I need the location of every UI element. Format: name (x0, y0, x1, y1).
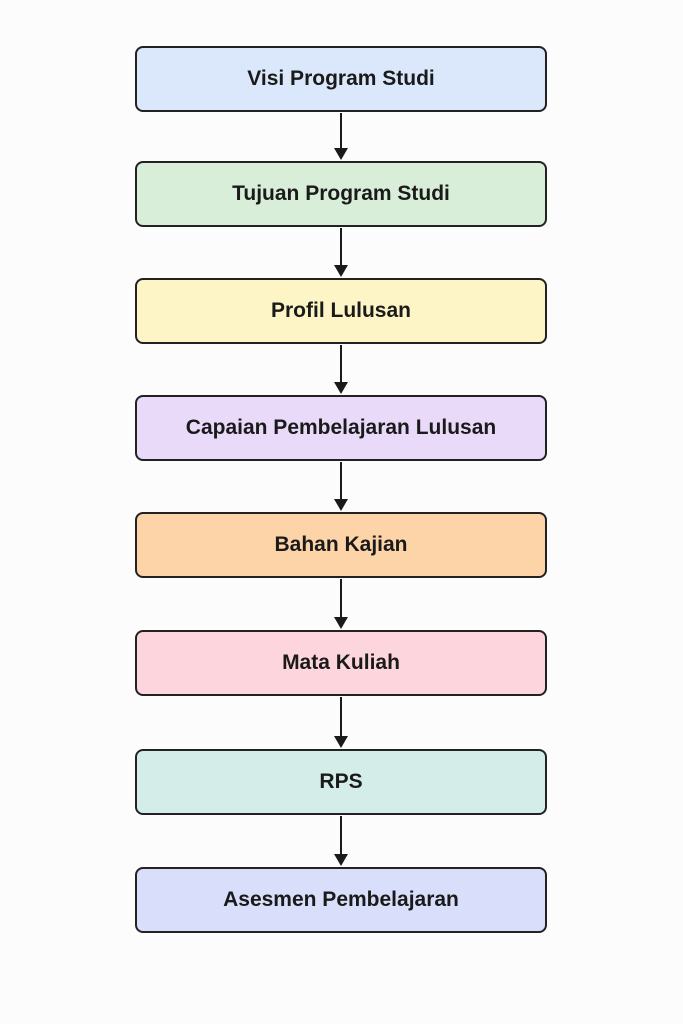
step-bahan-kajian: Bahan Kajian (135, 512, 547, 578)
step-label: Capaian Pembelajaran Lulusan (185, 416, 497, 439)
flow-arrow (331, 345, 351, 394)
flow-arrow (331, 113, 351, 160)
step-mata-kuliah: Mata Kuliah (135, 630, 547, 696)
step-label: RPS (319, 770, 363, 793)
step-label: Bahan Kajian (274, 533, 408, 556)
flow-arrow (331, 697, 351, 748)
flow-arrow (331, 579, 351, 629)
step-label: Profil Lulusan (270, 299, 411, 322)
flow-arrow (331, 228, 351, 277)
step-label: Tujuan Program Studi (232, 182, 450, 205)
step-asesmen-pembelajaran: Asesmen Pembelajaran (135, 867, 547, 933)
step-capaian-pembelajaran-lulusan: Capaian Pembelajaran Lulusan (135, 395, 547, 461)
step-visi-program-studi: Visi Program Studi (135, 46, 547, 112)
flow-arrow (331, 816, 351, 866)
step-label: Asesmen Pembelajaran (223, 888, 459, 911)
step-rps: RPS (135, 749, 547, 815)
step-label: Visi Program Studi (247, 67, 435, 90)
flow-arrow (331, 462, 351, 511)
step-label: Mata Kuliah (282, 651, 400, 674)
step-tujuan-program-studi: Tujuan Program Studi (135, 161, 547, 227)
step-profil-lulusan: Profil Lulusan (135, 278, 547, 344)
